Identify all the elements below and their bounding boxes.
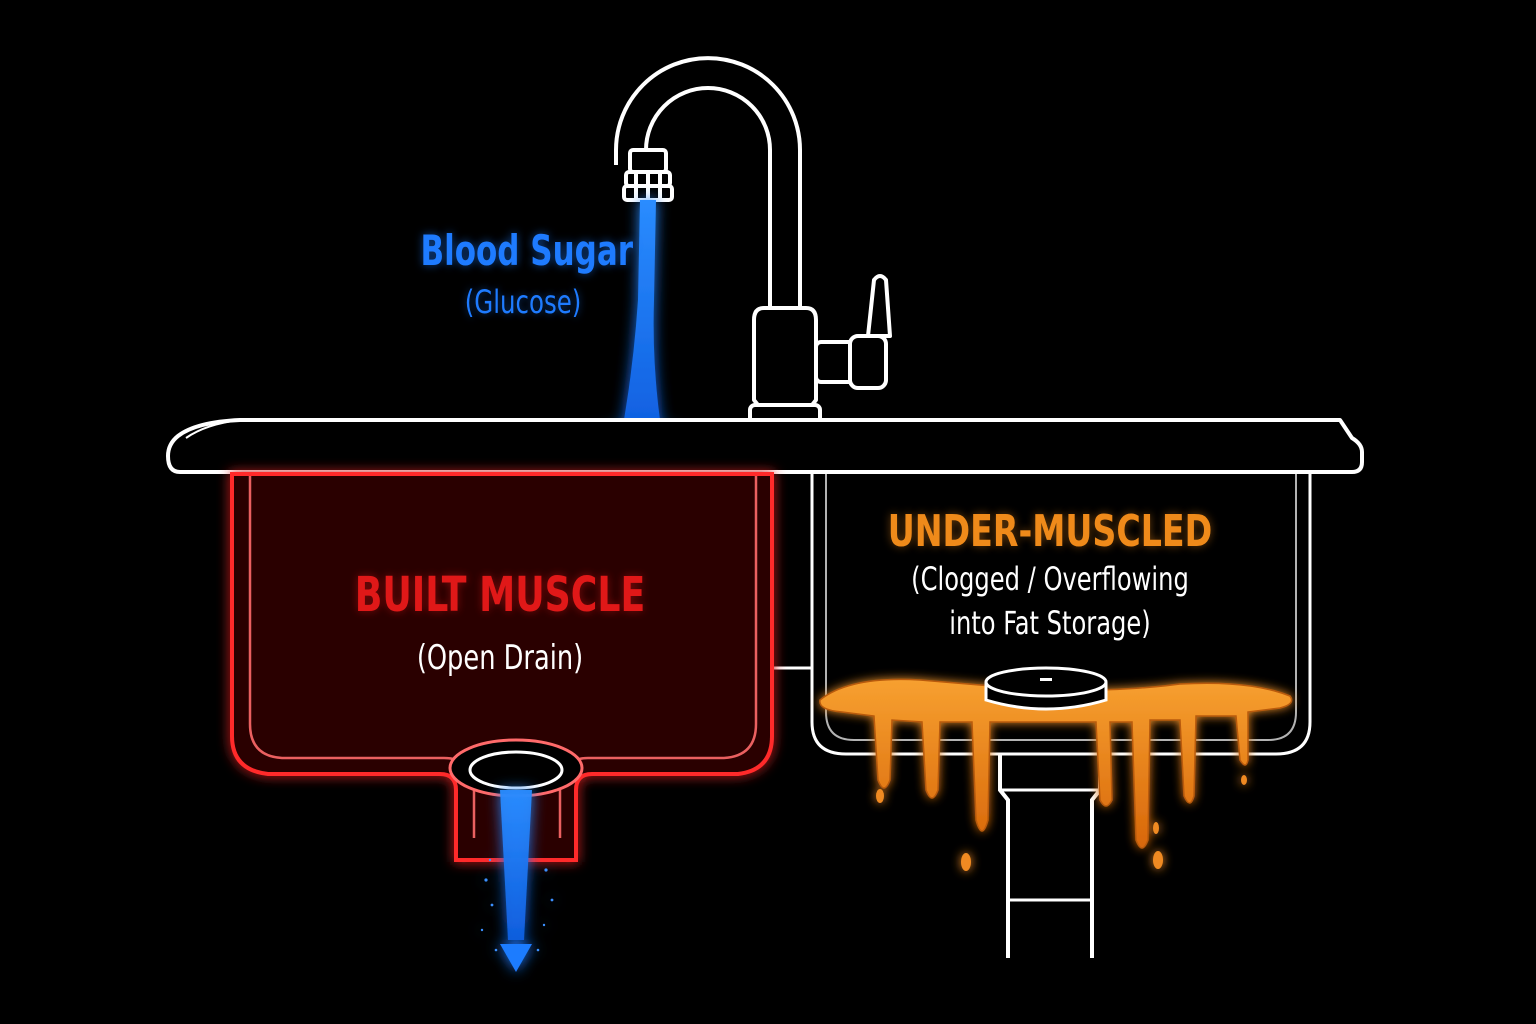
drain-flow <box>480 790 554 972</box>
down-arrow-icon <box>500 944 532 972</box>
built-muscle-label: BUILT MUSCLE <box>354 567 646 623</box>
under-muscled-label: UNDER-MUSCLED <box>887 506 1213 557</box>
drain-stopper <box>984 666 1108 711</box>
faucet-gooseneck-inner <box>614 56 802 310</box>
built-muscle-sublabel: (Open Drain) <box>416 638 584 678</box>
glucose-label: Blood Sugar <box>420 226 634 275</box>
countertop <box>166 418 1364 474</box>
left-basin <box>230 472 774 862</box>
faucet-gooseneck <box>644 86 772 310</box>
under-muscled-sublabel-line2: into Fat Storage) <box>949 604 1151 642</box>
faucet <box>614 56 892 425</box>
faucet-body <box>752 306 818 407</box>
faucet-handle-block <box>848 334 888 390</box>
under-muscled-sublabel-line1: (Clogged / Overflowing <box>911 560 1189 598</box>
glucose-sublabel: (Glucose) <box>464 283 582 321</box>
faucet-spout-head <box>628 148 668 174</box>
faucet-handle-lever <box>866 274 892 338</box>
